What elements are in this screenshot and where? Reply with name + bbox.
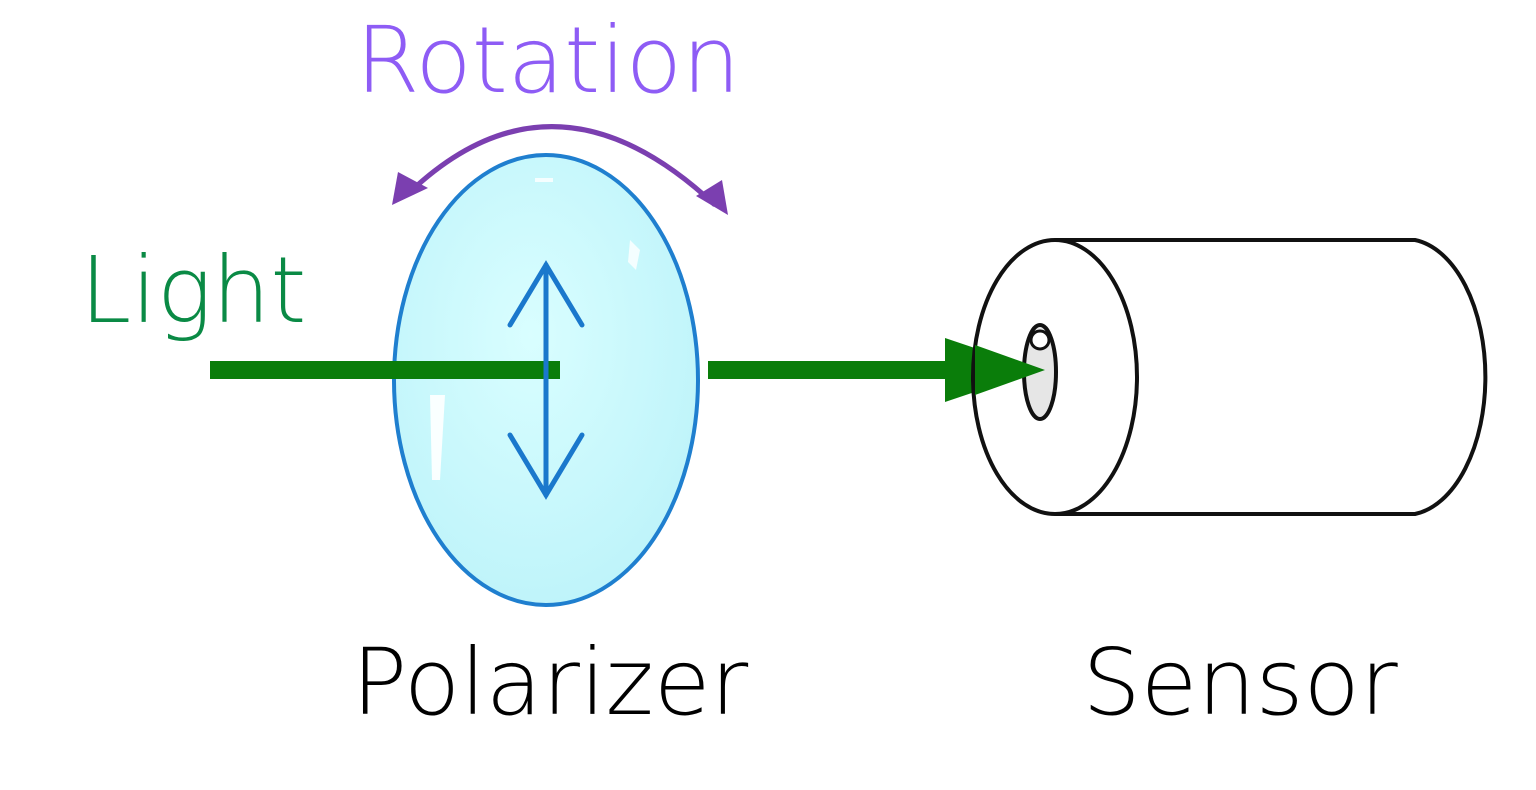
polarizer-label: Polarizer <box>352 629 749 736</box>
light-arrow-tip <box>975 345 1045 395</box>
rotation-arrow-icon <box>392 124 728 215</box>
incoming-light-beam <box>210 361 560 379</box>
light-label: Light <box>80 237 306 344</box>
sensor-label: Sensor <box>1082 629 1398 736</box>
polarization-axis-icon <box>507 260 585 500</box>
sensor-cylinder-icon <box>971 238 1488 516</box>
rotation-label: Rotation <box>356 7 741 114</box>
